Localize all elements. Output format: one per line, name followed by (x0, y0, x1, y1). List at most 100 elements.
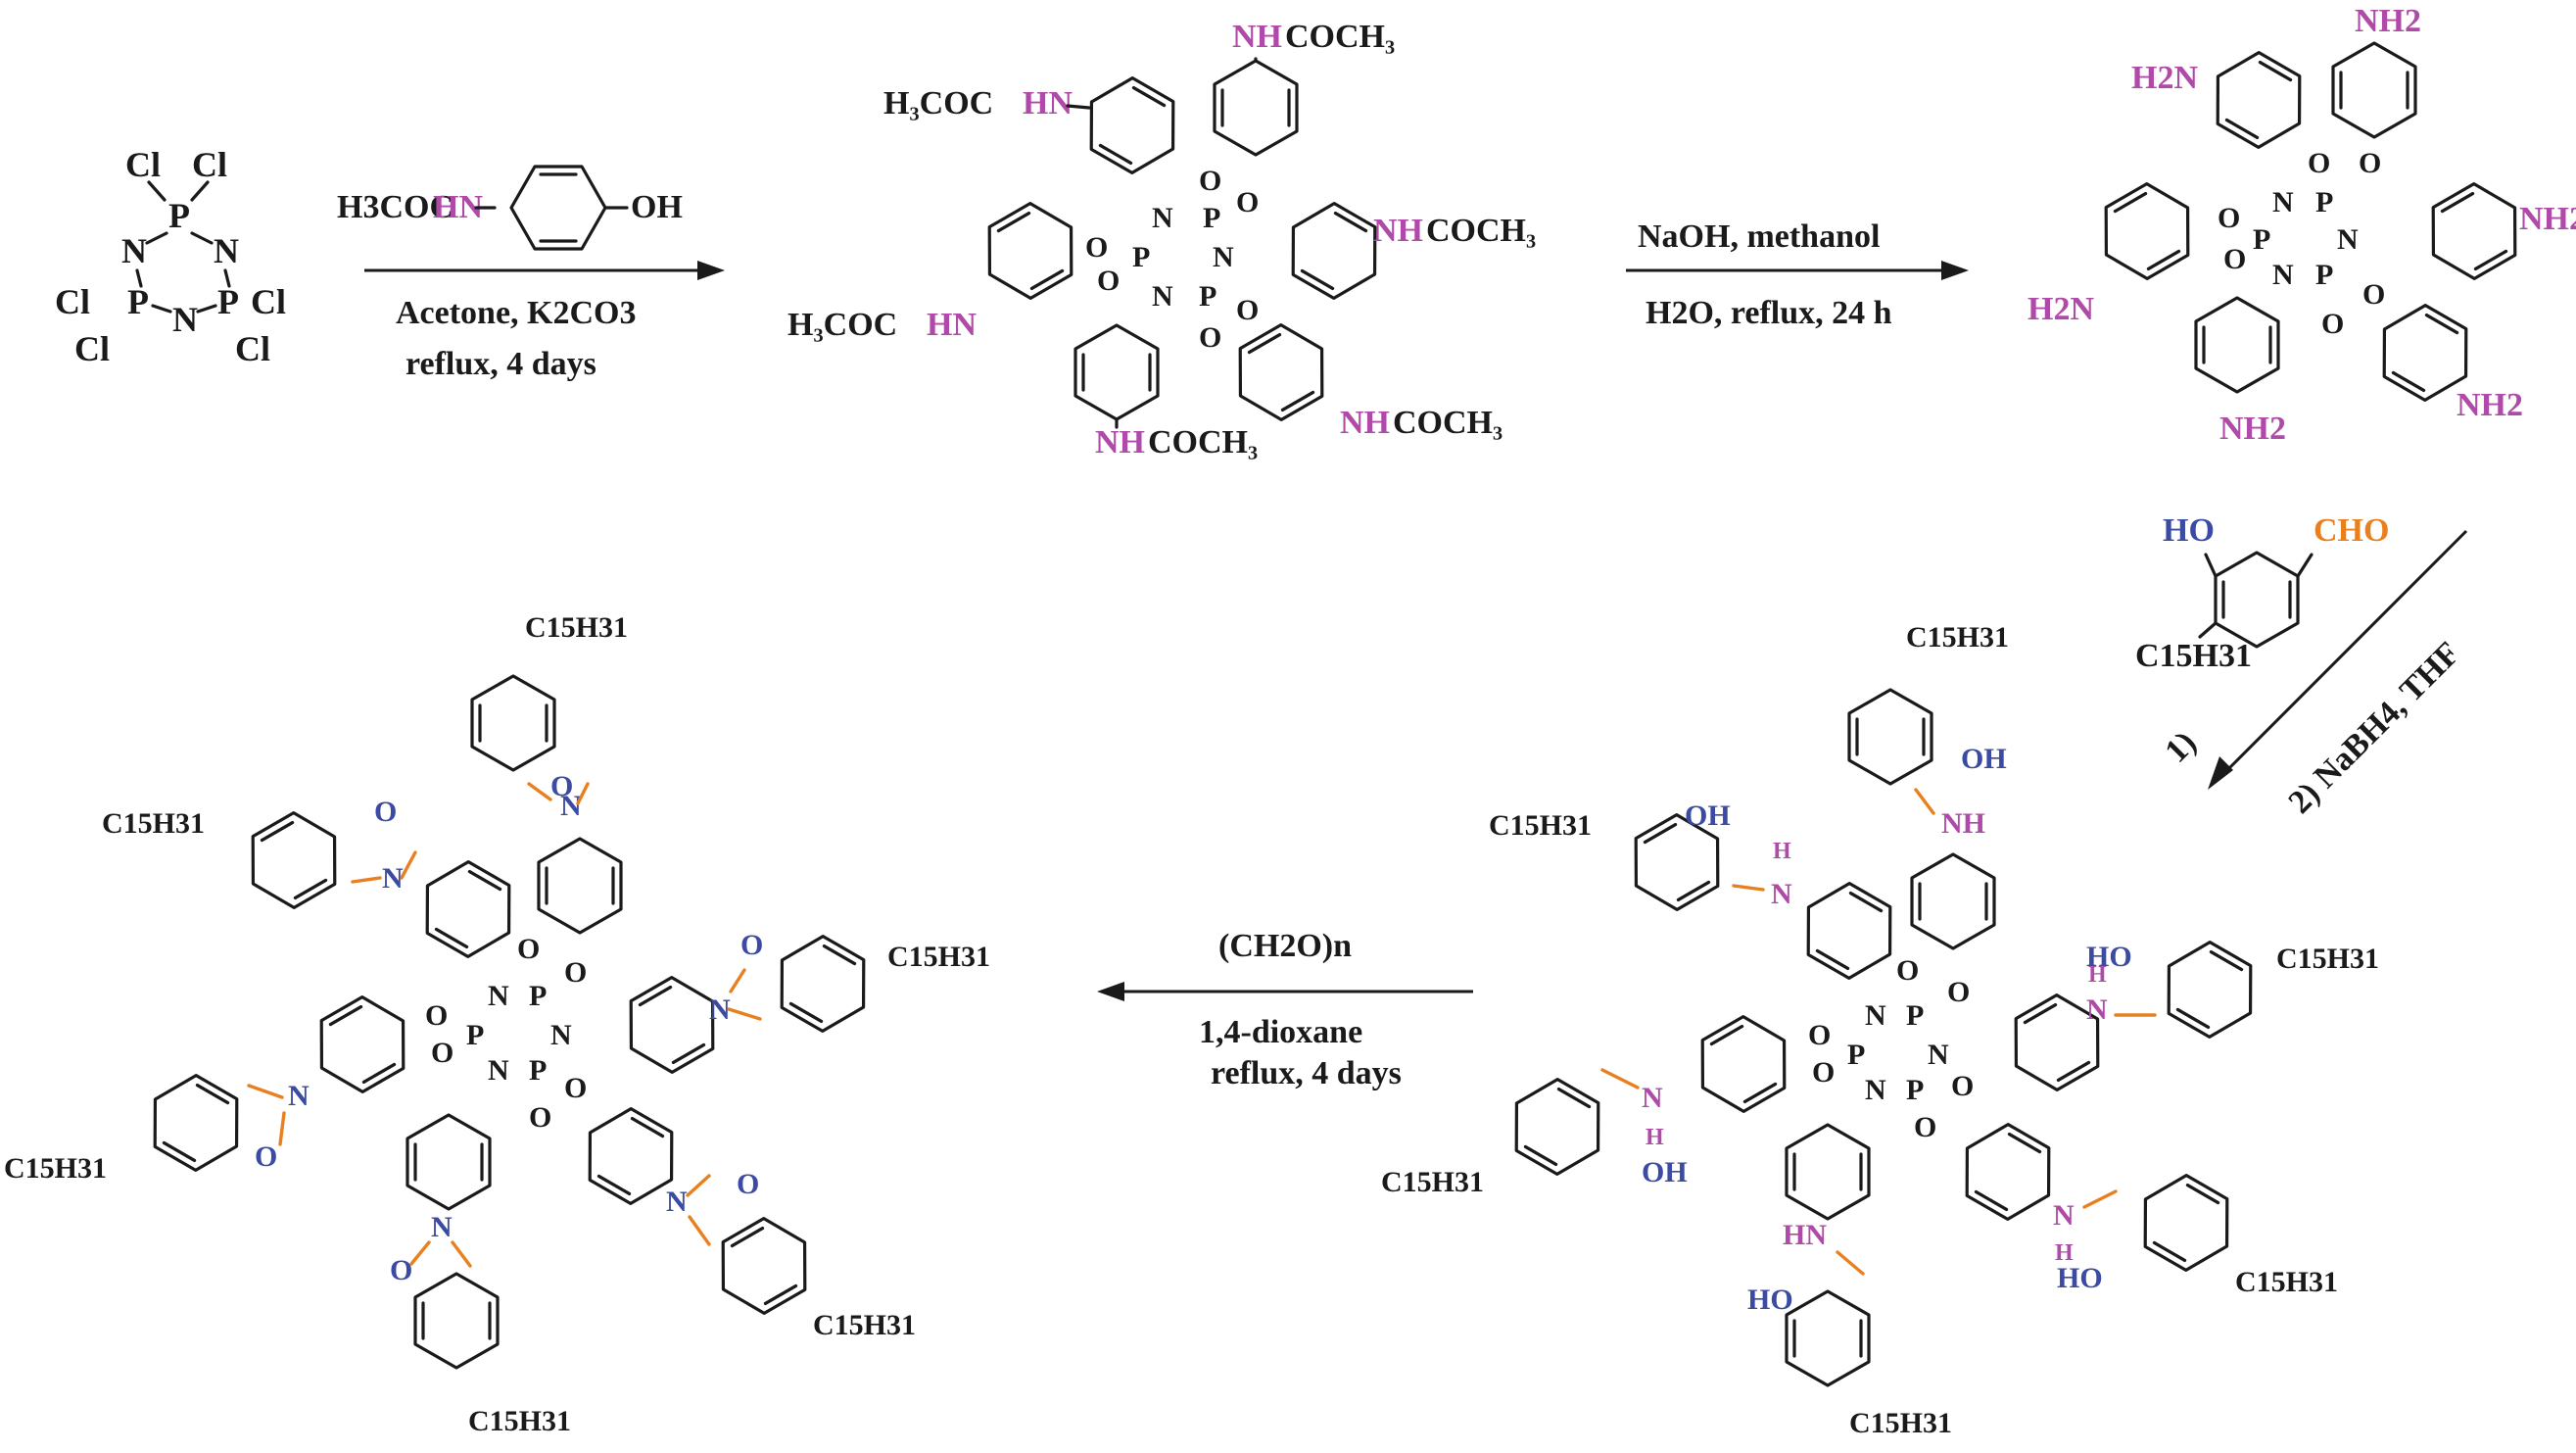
atom-cl-3: Cl (55, 282, 90, 321)
oh-upperleft: OH (1685, 799, 1731, 832)
step3-label-2: 2) NaBH4, THF (2281, 635, 2466, 820)
substituent-amino-left: H2N (2027, 291, 2094, 327)
tail-right: C15H31 (2276, 943, 2379, 975)
substituent-amino-right: NH2 (2519, 201, 2576, 237)
nh-right: N (2086, 993, 2108, 1026)
core3-p-2: P (1847, 1039, 1865, 1071)
atom-p-left: P (127, 282, 149, 321)
substituent-acetamido-right-nh: NH (1373, 213, 1423, 249)
core2-o-1: O (2308, 147, 2330, 179)
atom-cl-5: Cl (74, 329, 110, 368)
core2-p-3: P (2315, 259, 2333, 291)
tail-top: C15H31 (1906, 621, 2009, 654)
hn-bottom: HN (1783, 1219, 1827, 1251)
product-aminophenol-phosphazene: N P P N N P O O O O O O NH OH C15H31 N H… (1381, 621, 2379, 1439)
reagent-acetamidophenol-oh: OH (631, 189, 683, 225)
atom-cl-2: Cl (192, 145, 227, 184)
step1-conditions-solvent: Acetone, K2CO3 (396, 295, 637, 331)
core-o-4: O (1097, 265, 1120, 297)
core4-n-1: N (488, 980, 509, 1012)
core2-o-2: O (2359, 147, 2381, 179)
substituent-acetamido-topleft: H₃COC (883, 85, 993, 121)
tail-bottomright: C15H31 (2235, 1266, 2338, 1298)
core3-o-5: O (1951, 1070, 1974, 1102)
tail-bottom-b: C15H31 (468, 1405, 571, 1437)
core2-n-1: N (2272, 186, 2294, 218)
substituent-amino-bottomright: NH2 (2457, 387, 2523, 423)
core4-o-1: O (517, 933, 540, 965)
reaction-arrow-4: (CH2O)n 1,4-dioxane reflux, 4 days (1097, 928, 1473, 1091)
core4-p-2: P (466, 1019, 484, 1051)
nh-bottomright-h: H (2055, 1240, 2074, 1266)
atom-n-right: N (214, 231, 239, 270)
atom-p-right: P (217, 282, 239, 321)
core-n-3: N (1152, 280, 1173, 313)
substituent-acetamido-left-hn: HN (927, 307, 977, 343)
nh-upperleft-h: H (1773, 839, 1791, 864)
product-acetamido-phosphazene: N P P N N P O O O O O O NH COCH₃ H₃COC H… (787, 19, 1536, 460)
core-n-1: N (1152, 202, 1173, 234)
core-o-6: O (1199, 321, 1221, 354)
ring-o-left: O (255, 1140, 277, 1173)
ring-o-bottom: O (390, 1254, 412, 1286)
core3-n-2: N (1928, 1039, 1949, 1071)
ring-o-upperleft: O (374, 796, 397, 828)
atom-cl-1: Cl (125, 145, 161, 184)
substituent-acetamido-bottom: COCH₃ (1148, 424, 1258, 460)
tail-bottom: C15H31 (1849, 1407, 1952, 1439)
substituent-amino-topleft: H2N (2131, 60, 2198, 96)
core3-n-3: N (1865, 1074, 1886, 1106)
core2-n-3: N (2272, 259, 2294, 291)
ring-n-bottom: N (431, 1211, 453, 1243)
substituent-acetamido-bottomright: COCH₃ (1393, 405, 1503, 441)
core4-o-6: O (529, 1101, 551, 1134)
reaction-arrow-3: HO CHO C15H31 1) 2) NaBH4, THF (2135, 512, 2468, 821)
core3-o-1: O (1896, 954, 1919, 987)
core-p-2: P (1132, 241, 1150, 273)
reagent-salicylaldehyde-cho: CHO (2314, 512, 2389, 549)
reactant-phosphazene: Cl Cl P N N Cl P P Cl Cl N Cl (55, 145, 286, 368)
tail-top-b: C15H31 (525, 611, 628, 644)
substituent-acetamido-bottom-nh: NH (1095, 424, 1145, 460)
tail-left-b: C15H31 (4, 1152, 107, 1185)
ring-o-bottomright: O (737, 1168, 759, 1200)
product-benzoxazine-phosphazene: N P P N N P O O O O O O O N C15H31 O N C… (4, 611, 990, 1437)
core4-o-5: O (564, 1072, 587, 1104)
core4-p-3: P (529, 1054, 547, 1087)
atom-cl-6: Cl (235, 329, 270, 368)
tail-left: C15H31 (1381, 1166, 1484, 1198)
nh-top: NH (1941, 807, 1985, 840)
step4-conditions-solvent: 1,4-dioxane (1199, 1014, 1362, 1050)
core4-o-4: O (431, 1037, 453, 1069)
tail-upperleft-b: C15H31 (102, 807, 205, 840)
core4-o-2: O (564, 956, 587, 989)
ring-n-upperleft: N (382, 862, 404, 895)
substituent-amino-top: NH2 (2355, 3, 2421, 39)
core3-o-6: O (1914, 1111, 1936, 1143)
reagent-salicylaldehyde-ho: HO (2163, 512, 2215, 549)
step3-label-1: 1) (2158, 724, 2203, 769)
core4-p-1: P (529, 980, 547, 1012)
substituent-acetamido-top-nh: NH (1232, 19, 1282, 55)
step1-conditions-time: reflux, 4 days (405, 346, 596, 382)
core-n-2: N (1213, 241, 1234, 273)
core3-o-3: O (1808, 1019, 1831, 1051)
core3-o-4: O (1812, 1056, 1835, 1089)
ho-bottom: HO (1747, 1283, 1793, 1316)
core2-p-2: P (2253, 223, 2270, 256)
substituent-acetamido-bottomright-nh: NH (1340, 405, 1390, 441)
core4-n-3: N (488, 1054, 509, 1087)
core-o-3: O (1085, 231, 1108, 264)
core-p-3: P (1199, 280, 1216, 313)
ring-n-left: N (288, 1080, 310, 1112)
substituent-amino-bottom: NH2 (2219, 411, 2286, 447)
reaction-arrow-2: NaOH, methanol H2O, reflux, 24 h (1626, 218, 1969, 331)
reagent-salicylaldehyde-tail: C15H31 (2135, 638, 2252, 674)
core-p-1: P (1203, 202, 1220, 234)
core3-p-1: P (1906, 999, 1924, 1032)
substituent-acetamido-topleft-hn: HN (1023, 85, 1073, 121)
substituent-acetamido-right: COCH₃ (1426, 213, 1536, 249)
core2-o-4: O (2223, 243, 2246, 275)
ho-right: HO (2086, 941, 2132, 973)
